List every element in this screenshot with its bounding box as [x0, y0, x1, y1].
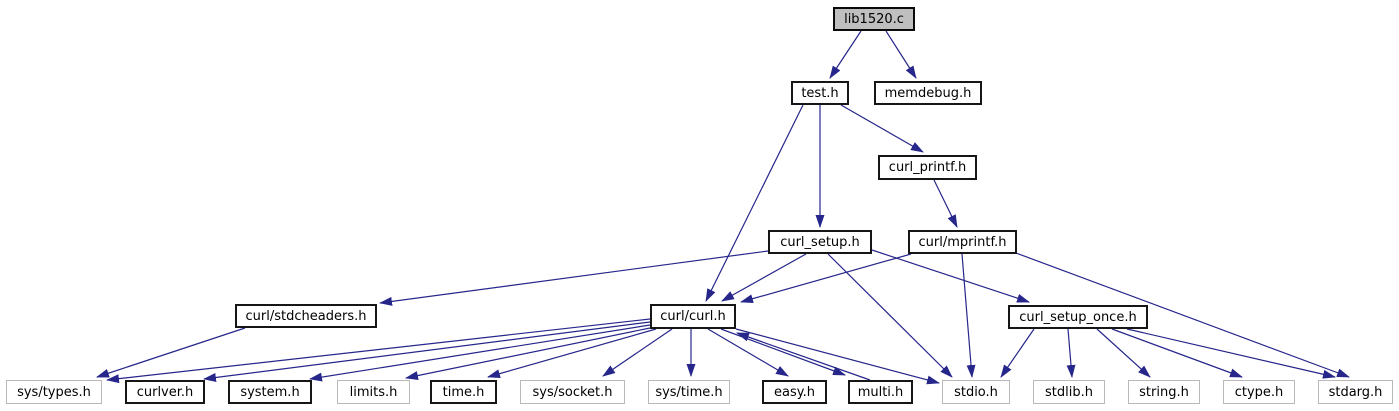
node-label: limits.h [349, 384, 398, 400]
edge-curl-curl-h-to-sys-types-h [106, 318, 651, 384]
node-limits-h: limits.h [337, 380, 410, 404]
node-test-h[interactable]: test.h [791, 81, 849, 105]
node-curl-mprintf-h[interactable]: curl/mprintf.h [908, 230, 1017, 254]
edge-curl-curl-h-to-easy-h [707, 328, 789, 377]
node-label: string.h [1139, 384, 1189, 400]
edge-curl-mprintf-h-to-stdarg-h [1015, 252, 1350, 378]
node-label: sys/socket.h [532, 384, 613, 400]
edge-test-h-to-curl-printf-h [840, 104, 924, 153]
edge-curl-setup-once-h-to-stdio-h [1000, 328, 1035, 378]
edge-lib1520-c-to-memdebug-h [885, 30, 917, 79]
node-curl-stdcheaders-h[interactable]: curl/stdcheaders.h [235, 304, 377, 328]
node-multi-h[interactable]: multi.h [848, 380, 913, 404]
edge-curl-curl-h-to-multi-h [720, 328, 846, 376]
node-label: ctype.h [1234, 384, 1284, 400]
node-curl-curl-h[interactable]: curl/curl.h [650, 304, 736, 329]
node-label: stdarg.h [1328, 384, 1383, 400]
edge-curl-setup-h-to-curl-stdcheaders-h [379, 250, 769, 306]
node-label: easy.h [774, 384, 815, 400]
edge-curl-mprintf-h-to-stdio-h [961, 253, 976, 378]
node-system-h[interactable]: system.h [228, 380, 312, 404]
edge-curl-curl-h-to-stdio-h [735, 328, 940, 385]
edge-curl-setup-once-h-to-ctype-h [1111, 328, 1243, 378]
edge-curl-curl-h-to-limits-h [405, 327, 651, 380]
node-stdio-h: stdio.h [942, 380, 1010, 404]
edge-curl-setup-once-h-to-string-h [1096, 328, 1151, 378]
node-label: test.h [801, 85, 839, 101]
edge-curl-stdcheaders-h-to-sys-types-h [96, 327, 246, 378]
edge-curl-curl-h-to-sys-socket-h [602, 328, 673, 377]
node-label: curl/stdcheaders.h [245, 308, 367, 324]
node-string-h: string.h [1128, 380, 1200, 404]
node-stdarg-h: stdarg.h [1318, 380, 1393, 404]
node-curl-setup-h[interactable]: curl_setup.h [768, 230, 872, 254]
node-stdlib-h: stdlib.h [1033, 380, 1105, 404]
edge-curl-setup-h-to-curl-setup-once-h [871, 249, 1030, 303]
node-sys-time-h: sys/time.h [648, 380, 730, 404]
node-memdebug-h[interactable]: memdebug.h [874, 81, 982, 105]
edge-curl-setup-h-to-curl-curl-h [721, 253, 807, 302]
edge-curl-curl-h-to-system-h [309, 324, 651, 382]
edge-curl-curl-h-to-time-h [487, 328, 657, 379]
node-ctype-h: ctype.h [1223, 380, 1295, 404]
edge-curl-setup-h-to-stdio-h [827, 253, 953, 378]
node-easy-h[interactable]: easy.h [762, 380, 827, 404]
edge-curl-setup-once-h-to-stdarg-h [1126, 328, 1336, 379]
node-lib1520-c: lib1520.c [833, 7, 915, 31]
node-sys-types-h: sys/types.h [6, 380, 102, 404]
node-label: curl_printf.h [888, 160, 967, 175]
edge-multi-h-to-curl-curl-h [736, 332, 871, 381]
node-label: curl_setup.h [780, 234, 860, 250]
node-label: multi.h [857, 384, 904, 400]
node-label: system.h [240, 384, 300, 400]
node-sys-socket-h: sys/socket.h [520, 380, 625, 404]
node-curl-setup-once-h[interactable]: curl_setup_once.h [1008, 305, 1148, 329]
node-label: curlver.h [136, 384, 194, 400]
node-label: time.h [442, 384, 485, 400]
node-label: curl_setup_once.h [1019, 309, 1137, 325]
node-curl-printf-h[interactable]: curl_printf.h [878, 155, 977, 180]
node-label: curl/mprintf.h [918, 234, 1007, 250]
node-label: memdebug.h [884, 85, 972, 101]
node-label: sys/time.h [655, 384, 723, 400]
edge-curl-printf-h-to-curl-mprintf-h [933, 179, 958, 228]
edge-test-h-to-curl-curl-h [705, 104, 804, 302]
edge-curl-mprintf-h-to-curl-curl-h [740, 253, 912, 304]
node-label: sys/types.h [17, 384, 91, 400]
edge-curl-curl-h-to-curlver-h [203, 321, 651, 382]
node-curlver-h[interactable]: curlver.h [125, 380, 205, 404]
edge-lib1520-c-to-test-h [829, 30, 862, 79]
edge-curl-setup-once-h-to-stdlib-h [1066, 328, 1076, 378]
node-label: stdio.h [954, 384, 998, 400]
node-time-h[interactable]: time.h [430, 380, 497, 404]
node-label: stdlib.h [1045, 384, 1093, 400]
node-label: lib1520.c [844, 11, 904, 27]
node-label: curl/curl.h [660, 309, 726, 324]
